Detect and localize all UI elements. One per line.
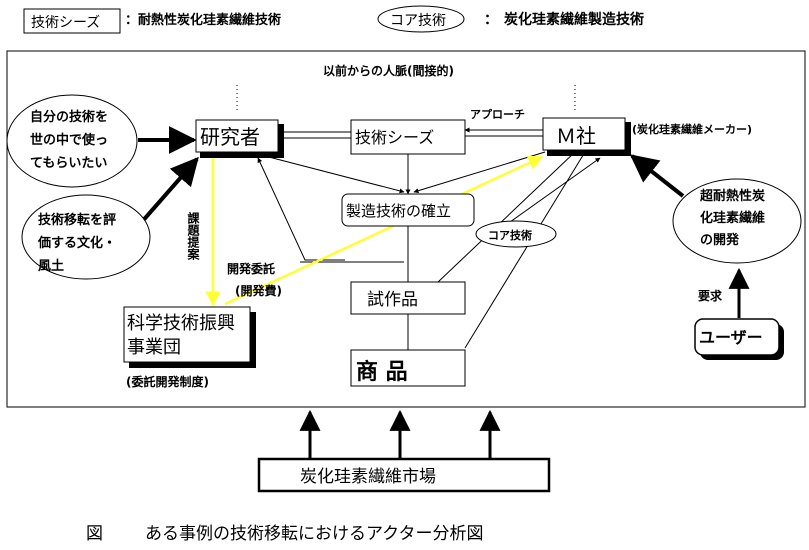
super-fiber-to-company-arrow bbox=[629, 154, 685, 198]
company-to-mfg-arrow bbox=[413, 151, 546, 194]
commission-label: 開発委託 bbox=[227, 261, 275, 276]
thick-arrows bbox=[138, 126, 750, 460]
motive-line3: てもらいたい bbox=[30, 156, 107, 171]
yellow-arrows bbox=[205, 155, 544, 307]
motive-line2: 世の中で使っ bbox=[30, 132, 108, 148]
main-frame bbox=[6, 50, 806, 408]
motive-line1: 自分の技術を bbox=[30, 109, 108, 125]
commission-cost-label: (開発費) bbox=[235, 283, 282, 298]
culture-line3: 風土 bbox=[38, 258, 64, 274]
proposal-label: 課題提案 bbox=[186, 211, 200, 261]
agency-note: (委託開発制度) bbox=[126, 374, 209, 389]
legend-seeds-box bbox=[23, 8, 121, 34]
mfg-to-company-arrow bbox=[484, 157, 601, 227]
core-tech-ellipse bbox=[475, 220, 557, 248]
motive-ellipse bbox=[6, 94, 138, 188]
core-tech-label: コア技術 bbox=[488, 228, 532, 242]
super-fiber-ellipse bbox=[672, 178, 802, 264]
legend-core-value: 炭化珪素繊維製造技術 bbox=[504, 11, 644, 28]
culture-to-researcher-arrow bbox=[138, 156, 199, 226]
manufacturing-label: 製造技術の確立 bbox=[346, 202, 451, 220]
super-fiber-line3: の開発 bbox=[700, 232, 740, 248]
product-label: 商 品 bbox=[356, 359, 408, 385]
researcher-box bbox=[195, 119, 279, 153]
manufacturing-box bbox=[341, 193, 475, 227]
approach-label: アプローチ bbox=[470, 107, 525, 121]
prototype-label: 試作品 bbox=[367, 290, 418, 310]
market-label: 炭化珪素繊維市場 bbox=[300, 467, 436, 487]
agency-line1: 科学技術振興 bbox=[127, 313, 235, 334]
user-box bbox=[694, 318, 780, 356]
figure-title: ある事例の技術移転におけるアクター分析図 bbox=[145, 524, 483, 544]
tech-seeds-label: 技術シーズ bbox=[355, 128, 434, 147]
company-to-prototype-line bbox=[436, 151, 576, 284]
network-label: 以前からの人脈(間接的) bbox=[323, 63, 454, 78]
researcher-to-mfg-arrow bbox=[264, 155, 405, 194]
legend-seeds-value: ：耐熱性炭化珪素繊維技術 bbox=[125, 12, 281, 28]
legend: 技術シーズ ：耐熱性炭化珪素繊維技術 コア技術 ： 炭化珪素繊維製造技術 bbox=[23, 5, 644, 34]
figure-label: 図 bbox=[86, 524, 103, 544]
commission-yellow-arrow bbox=[224, 155, 544, 306]
culture-line1: 技術移転を評 bbox=[38, 212, 116, 228]
company-box bbox=[542, 117, 626, 151]
company-note: (炭化珪素繊維メーカー) bbox=[632, 122, 752, 136]
culture-line2: 価する文化・ bbox=[37, 235, 116, 251]
legend-seeds-tag: 技術シーズ bbox=[31, 15, 100, 31]
legend-core-tag: コア技術 bbox=[390, 13, 446, 29]
researcher-label: 研究者 bbox=[200, 125, 260, 149]
super-fiber-line1: 超耐熱性炭 bbox=[700, 188, 765, 204]
legend-core-sep: ： bbox=[484, 12, 498, 28]
culture-ellipse bbox=[21, 194, 151, 280]
company-to-product-line bbox=[464, 151, 586, 349]
request-label: 要求 bbox=[698, 288, 723, 303]
product-box bbox=[350, 349, 466, 387]
super-fiber-line2: 化珪素繊維 bbox=[700, 210, 765, 226]
company-label: Ｍ社 bbox=[556, 124, 596, 148]
tech-seeds-box bbox=[350, 119, 466, 155]
market-box bbox=[257, 457, 551, 493]
agency-line2: 事業団 bbox=[127, 337, 181, 358]
prototype-box bbox=[350, 281, 466, 315]
legend-core-ellipse bbox=[377, 5, 465, 33]
agency-box bbox=[123, 306, 251, 363]
user-label: ユーザー bbox=[699, 328, 763, 347]
mfg-to-researcher-arrow bbox=[257, 157, 345, 261]
